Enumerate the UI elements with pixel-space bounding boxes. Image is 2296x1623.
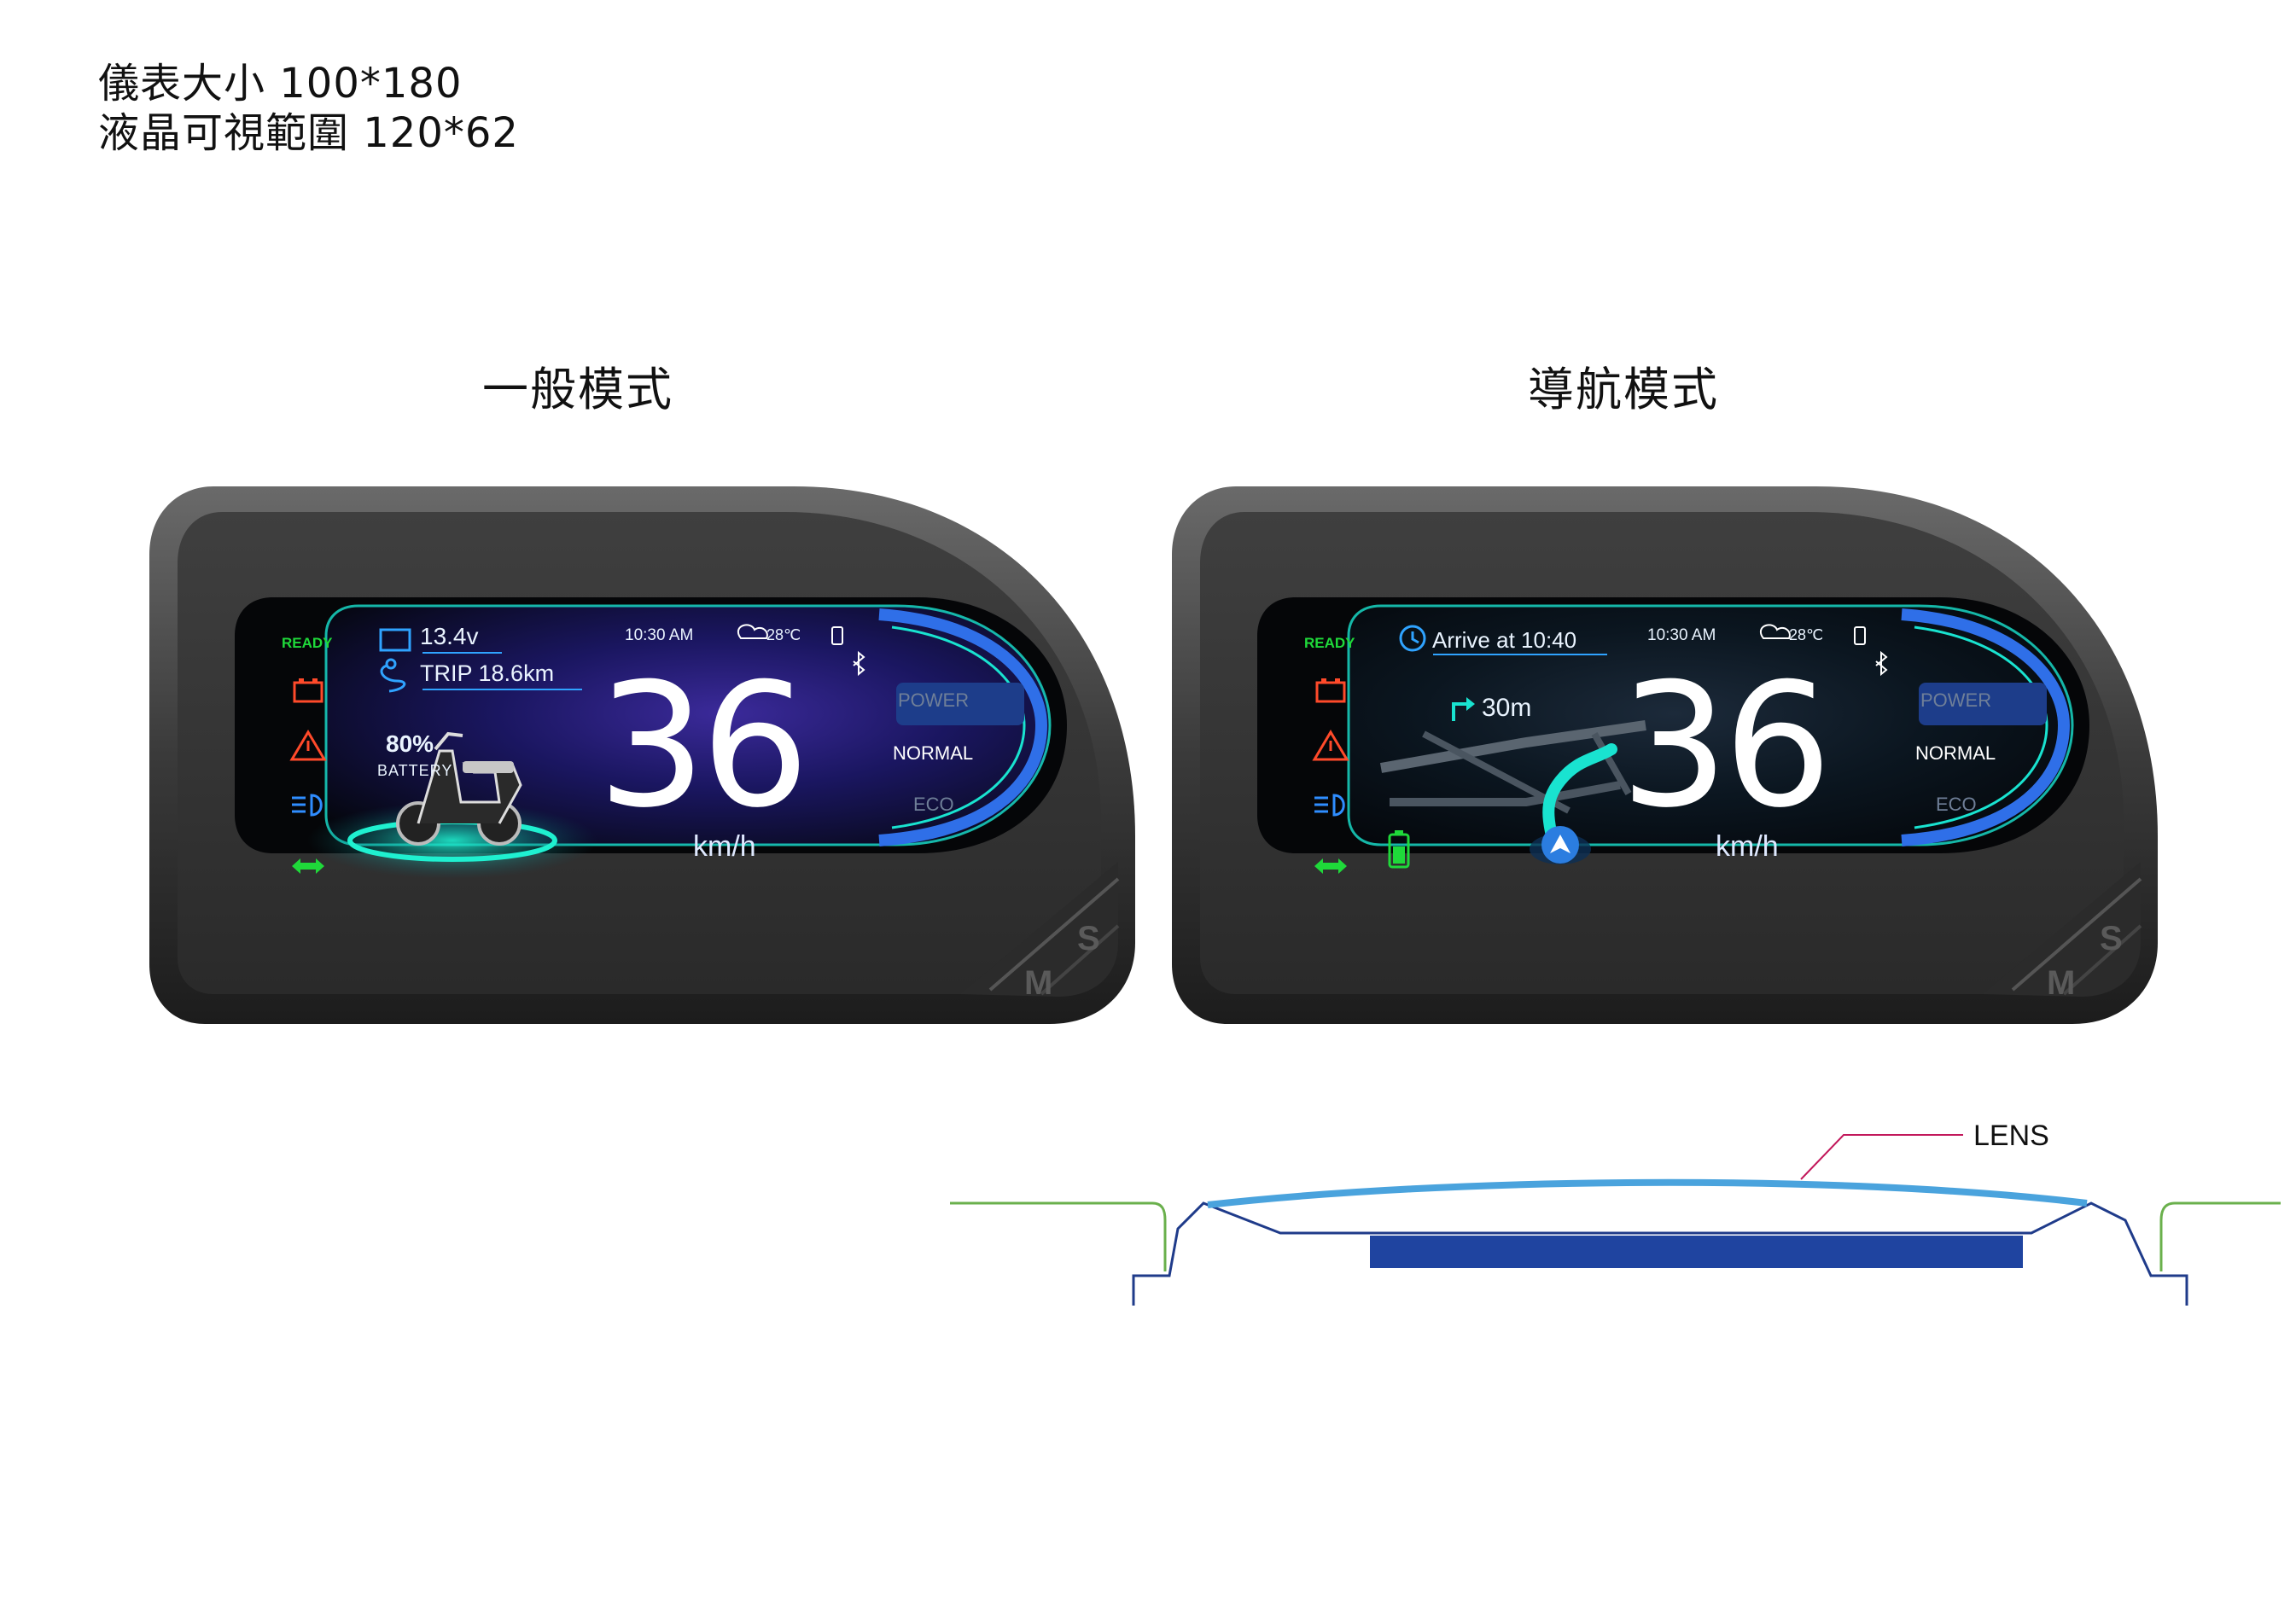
temperature-readout: 28℃	[766, 626, 801, 643]
voltage-readout: 13.4v	[420, 623, 479, 649]
cloud-icon	[1759, 624, 1791, 639]
headlight-icon	[292, 794, 323, 817]
spec-lcd-area: 液晶可視範圍 120*62	[98, 109, 519, 157]
cluster-housing	[149, 486, 1135, 1024]
phone-icon	[1854, 626, 1866, 645]
navigation-map	[1379, 720, 1646, 859]
headlight-icon	[1314, 794, 1345, 817]
arrival-time: Arrive at 10:40	[1432, 627, 1577, 653]
speed-unit: km/h	[1716, 830, 1779, 863]
lens-label: LENS	[1973, 1120, 2049, 1152]
normal-mode-cluster: READY 13.4v TRIP 18.6km 10:30 AM 28℃ 80%…	[145, 478, 1135, 1033]
battery-percent: 80%	[386, 730, 434, 757]
battery-icon	[379, 628, 411, 652]
lens-leader-line	[1800, 1134, 1963, 1180]
m-button[interactable]: M	[2047, 964, 2076, 1002]
s-button[interactable]: S	[2100, 920, 2123, 957]
battery-icon	[1315, 678, 1346, 703]
nav-mode-title: 導航模式	[1528, 363, 1719, 416]
navigation-arrow-icon	[1530, 826, 1591, 864]
mode-normal[interactable]: NORMAL	[893, 742, 974, 764]
speed-readout: 36	[1620, 647, 1832, 846]
phone-icon	[831, 626, 843, 645]
spec-size: 儀表大小 100*180	[98, 60, 463, 108]
trip-readout: TRIP 18.6km	[420, 660, 555, 686]
clock-icon	[1399, 625, 1426, 652]
lcd-panel	[1370, 1236, 2023, 1268]
warning-icon	[1312, 730, 1349, 761]
turn-distance: 30m	[1482, 694, 1532, 722]
turn-signal-icon	[1314, 858, 1347, 874]
ready-indicator: READY	[282, 635, 333, 651]
route-icon	[380, 658, 406, 693]
battery-icon	[293, 678, 323, 703]
cluster-housing	[1172, 486, 2158, 1024]
mode-eco[interactable]: ECO	[1936, 794, 1977, 815]
battery-label: BATTERY	[377, 762, 453, 779]
turn-signal-icon	[292, 858, 324, 874]
cloud-icon	[737, 624, 768, 639]
warning-icon	[289, 730, 327, 761]
battery-icon	[1388, 830, 1410, 869]
speed-unit: km/h	[693, 830, 756, 863]
clock-readout: 10:30 AM	[1647, 626, 1716, 644]
mode-normal[interactable]: NORMAL	[1915, 742, 1996, 764]
normal-mode-title: 一般模式	[482, 363, 673, 416]
turn-right-icon	[1452, 697, 1475, 721]
scooter-illustration	[396, 731, 522, 846]
temperature-readout: 28℃	[1789, 626, 1824, 643]
s-button[interactable]: S	[1077, 920, 1100, 957]
mode-eco[interactable]: ECO	[913, 794, 954, 815]
clock-readout: 10:30 AM	[625, 626, 694, 644]
mode-power[interactable]: POWER	[1920, 689, 1992, 711]
mode-power[interactable]: POWER	[898, 689, 970, 711]
speed-readout: 36	[597, 647, 809, 846]
ready-indicator: READY	[1304, 635, 1355, 651]
nav-mode-cluster: READY Arrive at 10:40 30m 10:30 AM 28℃ 3…	[1168, 478, 2158, 1033]
bluetooth-icon	[1875, 650, 1888, 677]
bluetooth-icon	[853, 650, 865, 677]
m-button[interactable]: M	[1024, 964, 1053, 1002]
